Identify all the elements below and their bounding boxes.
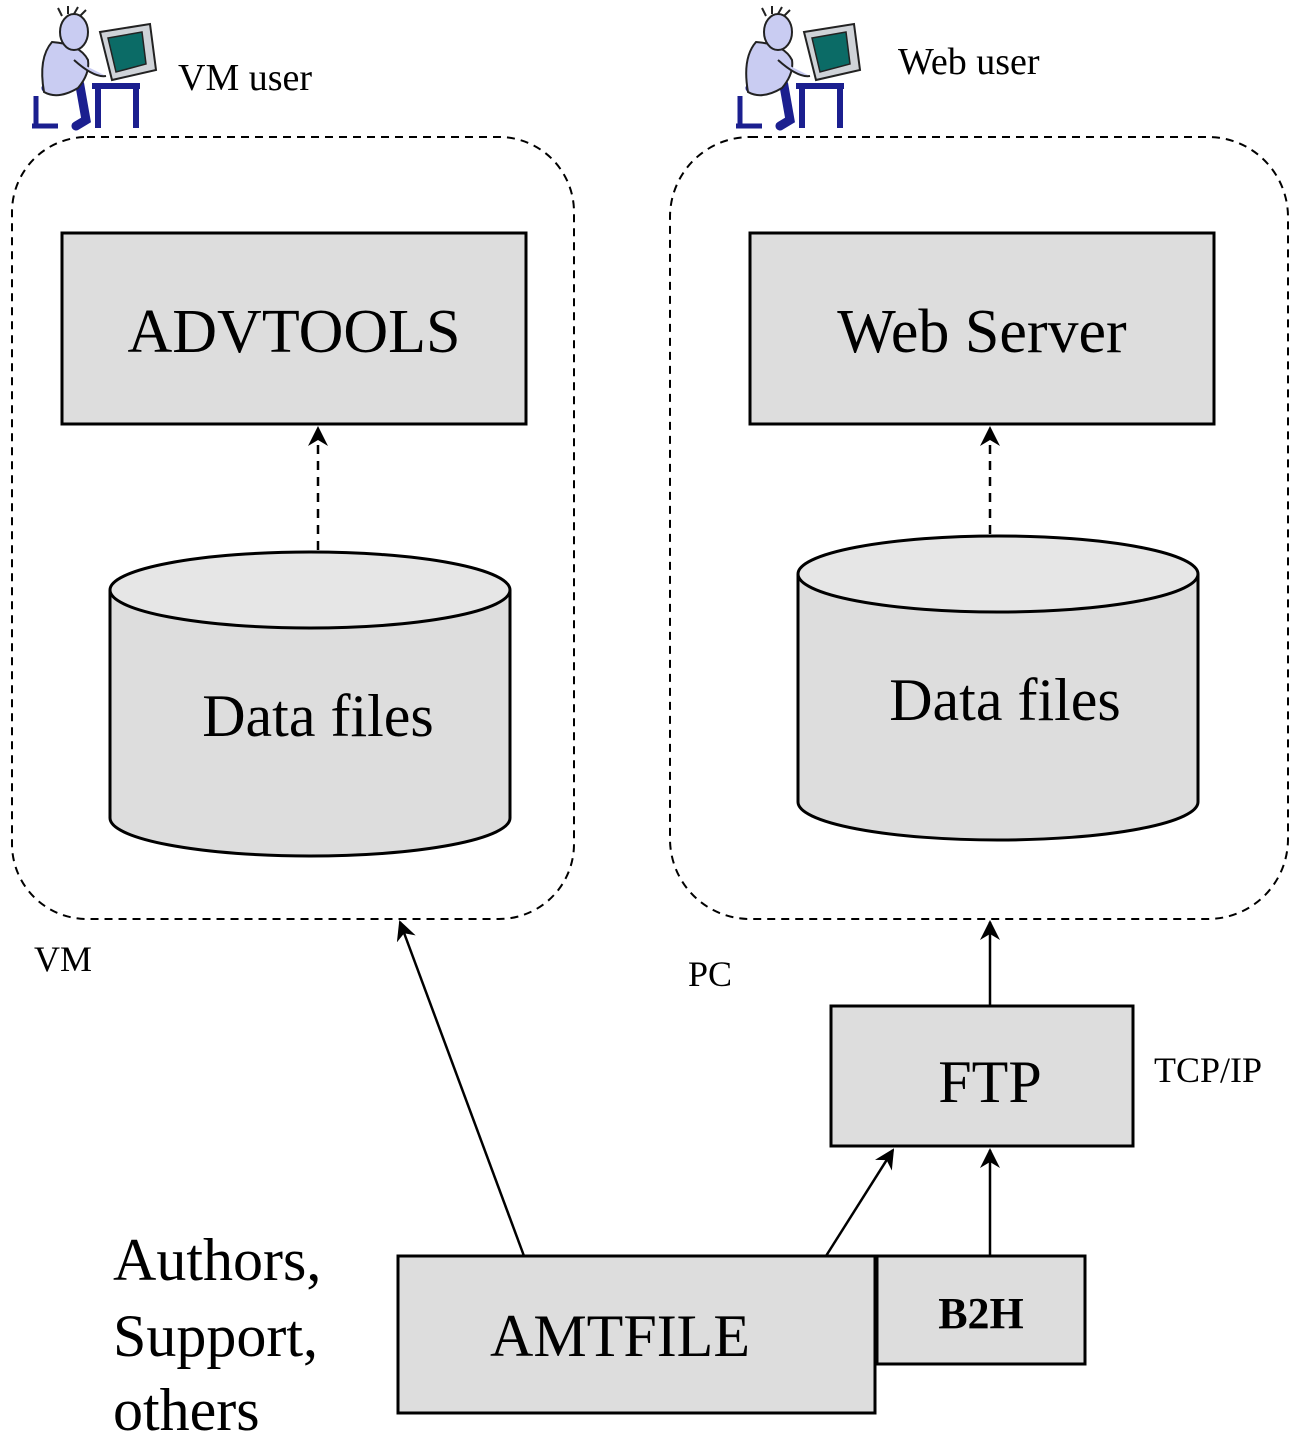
advtools-box xyxy=(60,231,528,426)
pc-label: PC xyxy=(688,954,732,994)
tcpip-label: TCP/IP xyxy=(1154,1050,1262,1090)
web-server-label: Web Server xyxy=(837,298,1127,366)
sources-line-2: Support, xyxy=(113,1303,318,1369)
sources-line-3: others xyxy=(113,1377,260,1438)
amtfile-label: AMTFILE xyxy=(490,1303,750,1369)
b2h-label: B2H xyxy=(938,1289,1024,1338)
vm-user-icon xyxy=(32,6,158,131)
sources-line-1: Authors, xyxy=(113,1227,321,1293)
amtfile-to-ftp-arrow xyxy=(824,1148,895,1257)
web-server-box xyxy=(748,231,1216,426)
web-user-label: Web user xyxy=(898,41,1040,83)
vm-label: VM xyxy=(34,939,92,979)
advtools-label: ADVTOOLS xyxy=(128,298,461,366)
vm-container xyxy=(11,136,575,920)
pc-data-files-cylinder xyxy=(796,534,1200,842)
pc-container xyxy=(669,136,1289,920)
amtfile-to-vm-arrow xyxy=(396,920,526,1257)
vm-data-files-cylinder xyxy=(108,550,512,858)
web-user-icon xyxy=(736,6,862,131)
vm-user-label: VM user xyxy=(178,57,312,99)
pc-data-files-label: Data files xyxy=(889,667,1121,733)
b2h-box xyxy=(875,1254,1087,1366)
ftp-box xyxy=(829,1004,1135,1148)
vm-data-files-label: Data files xyxy=(202,683,434,749)
ftp-label: FTP xyxy=(938,1049,1041,1115)
amtfile-box xyxy=(396,1254,877,1415)
